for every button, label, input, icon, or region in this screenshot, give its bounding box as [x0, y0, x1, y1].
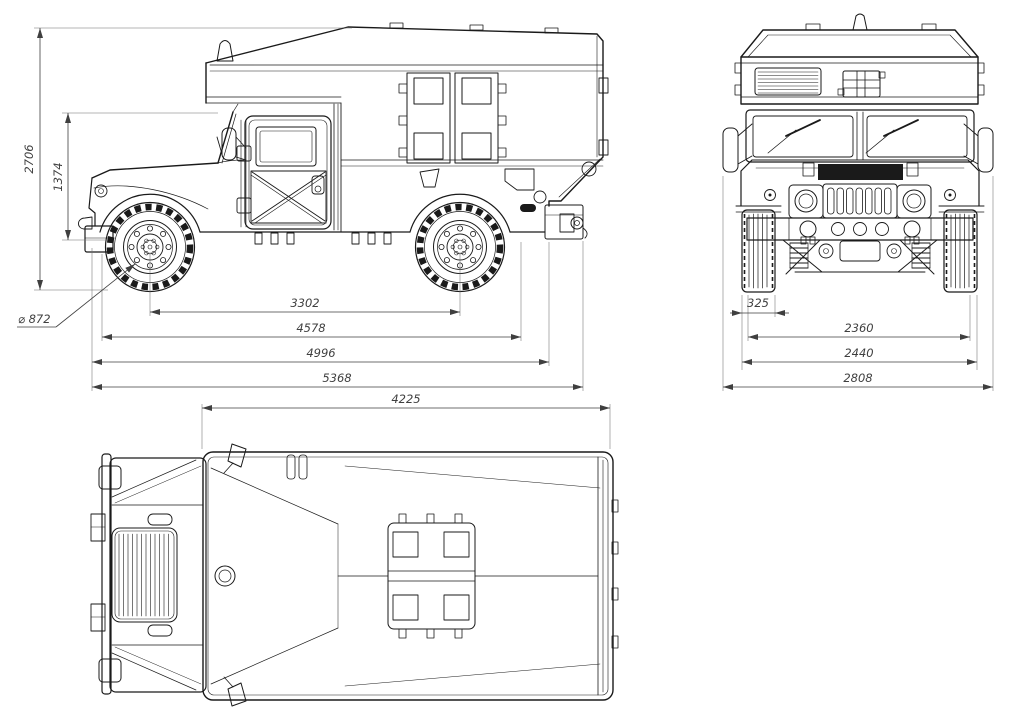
rocker-steps — [254, 232, 392, 245]
roof-vent-cap — [214, 565, 236, 587]
dim-overall-height: 2706 — [22, 144, 36, 173]
beacon-antenna — [216, 40, 234, 62]
side-view: 2706 1374 ⌀ 872 3302 4578 4996 5368 — [17, 22, 609, 391]
wiper-side — [216, 136, 223, 155]
front-fascia — [735, 159, 985, 213]
shelter-box-front — [734, 13, 985, 105]
headlight-side — [94, 184, 108, 198]
shackle-right — [903, 220, 921, 238]
shackle-left — [799, 220, 817, 238]
shelter-box-side — [205, 22, 609, 233]
roof-cap — [921, 23, 937, 31]
rear-hinge — [611, 587, 619, 601]
headlight-right — [902, 189, 926, 213]
dim-body-length: 4578 — [296, 321, 325, 335]
fuel-cap — [533, 190, 547, 204]
mirror-left — [722, 123, 753, 173]
roof-cap — [805, 23, 821, 31]
windshield-front — [745, 109, 975, 163]
front-suspension — [782, 239, 938, 275]
marker-lamp-right — [944, 189, 956, 201]
door-hinge — [598, 77, 609, 94]
front-bumper-top — [101, 453, 112, 695]
mirror-top-left — [227, 443, 247, 468]
bumperette — [98, 658, 122, 683]
marker-light — [520, 204, 536, 212]
roof-fitting — [389, 22, 404, 29]
dim-cab-height: 1374 — [51, 162, 65, 191]
front-tow-hook — [78, 216, 93, 230]
side-dimensions: 2706 1374 ⌀ 872 3302 4578 4996 5368 — [17, 27, 584, 391]
hood-latch — [147, 513, 173, 526]
top-view: 4225 — [90, 392, 619, 707]
front-bumper — [746, 217, 974, 245]
front-view: 325 2360 2440 2808 — [722, 13, 994, 391]
hood-front-end — [78, 103, 247, 253]
roof-fitting — [544, 27, 559, 34]
rear-hinge — [611, 635, 619, 649]
radiator-grille-top — [111, 527, 178, 623]
dim-wheel-diameter: ⌀ 872 — [18, 312, 51, 326]
door-x-brace — [250, 170, 327, 224]
rear-hinge — [611, 499, 619, 513]
dim-frame-length: 4996 — [306, 346, 335, 360]
headlight-left — [794, 189, 818, 213]
dim-overall-width: 2808 — [843, 371, 872, 385]
dim-shelter-length: 4225 — [391, 392, 420, 406]
grille-front — [764, 183, 956, 219]
roof-slot — [286, 454, 296, 480]
roof-slot — [298, 454, 308, 480]
vent-grille — [754, 67, 822, 96]
bumperette — [98, 465, 122, 490]
door-hinge — [236, 145, 252, 162]
dim-track-width: 2360 — [844, 321, 873, 335]
cross-window — [837, 70, 886, 98]
mirror-side — [221, 127, 237, 161]
door-window — [255, 126, 317, 167]
rear-bumper-side — [544, 204, 588, 240]
front-dimensions: 325 2360 2440 2808 — [722, 176, 994, 391]
pintle-hook — [570, 216, 584, 230]
roof-hatch — [387, 513, 476, 639]
mirror-top-right — [227, 682, 247, 707]
tow-bracket — [90, 603, 106, 632]
hood-latch — [147, 624, 173, 637]
wheel-diameter-leader — [55, 263, 136, 328]
rear-hinge — [611, 541, 619, 555]
roof-fitting — [469, 24, 484, 31]
windshield-side — [217, 111, 234, 164]
marker-lamp-left — [764, 189, 776, 201]
front-tire-right — [943, 209, 978, 293]
windshield-lower-panel — [818, 164, 903, 180]
dim-body-width: 2440 — [844, 346, 873, 360]
top-front-end — [90, 443, 247, 707]
wheelwell-vent — [419, 168, 440, 188]
side-latch-panels — [398, 72, 507, 164]
beacon-antenna-front — [852, 13, 868, 31]
door-handle — [311, 175, 325, 195]
mirror-right — [963, 123, 994, 173]
rear-bracket — [504, 168, 535, 191]
top-dimensions: 4225 — [201, 392, 611, 449]
cab-door — [236, 103, 339, 231]
door-hinge — [598, 139, 609, 156]
dim-wheelbase: 3302 — [290, 296, 319, 310]
dim-tire-width: 325 — [747, 296, 769, 310]
door-hinge — [236, 197, 252, 214]
rear-marker — [581, 161, 597, 177]
tow-bracket — [90, 513, 106, 542]
dim-overall-length: 5368 — [322, 371, 351, 385]
shelter-roof-top — [202, 451, 619, 701]
